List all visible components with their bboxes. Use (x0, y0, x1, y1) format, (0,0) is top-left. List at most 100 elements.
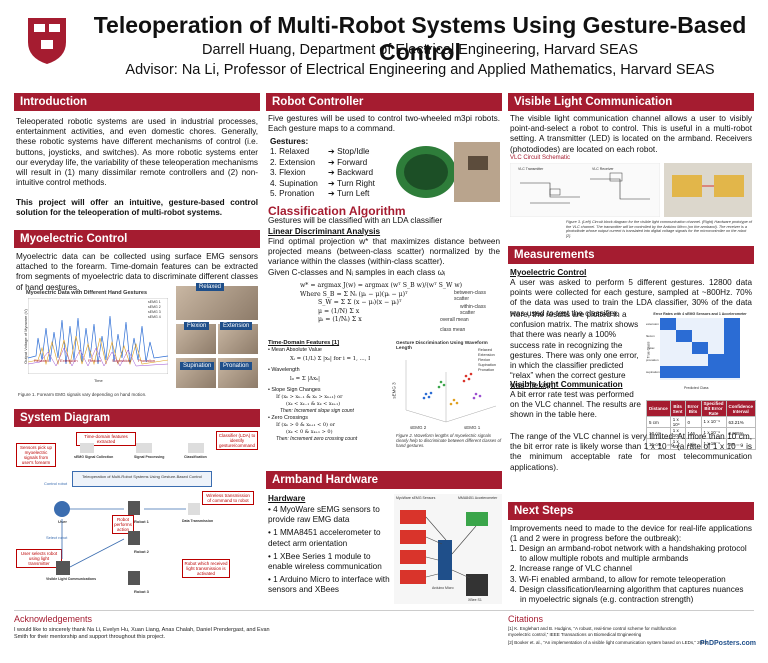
emg-chart-plot (28, 298, 168, 374)
eq-mu: μ = (1/N) Σ x (318, 307, 360, 315)
tdf-mav: • Mean Absolute Value (268, 347, 322, 353)
cm-row-5: supination (646, 370, 660, 374)
armband-heading: Armband Hardware (266, 471, 502, 489)
next-heading: Next Steps (508, 502, 754, 520)
cit-2: [2] Booker et. al., “An implementation o… (508, 640, 708, 645)
meas-vlc-heading: Visible Light Communication (510, 380, 623, 389)
tdf-zc-eq3: Then: Increment zero crossing count (276, 436, 358, 442)
cm-xlabel: Predicted Class (684, 386, 709, 390)
robot-text: Five gestures will be used to control tw… (268, 114, 500, 134)
sd-processing: Signal Processing (134, 455, 165, 459)
cm-row-2: flexion (646, 334, 655, 338)
hardware-item: • 1 XBee Series 1 module to enable wirel… (268, 551, 382, 572)
phdposters-logo: PhDPosters.com (700, 640, 757, 647)
ab-label-arduino: Arduino Micro (432, 586, 454, 590)
tdf-ssc-eq1: If (xₖ > xₖ₋₁ & xₖ > xₖ₊₁) or (276, 394, 343, 400)
sd-arrows (54, 443, 204, 585)
tdf-zc-eq1: If (xₖ > 0 & xₖ₊₁ < 0) or (276, 422, 335, 428)
vlc-text: The visible light communication channel … (510, 114, 752, 154)
emg-gesture-5: Pronation (138, 358, 156, 363)
eq-argmax: w* = argmax J(w) = argmax (wᵀ S_B w)/(wᵀ… (300, 282, 463, 289)
sysdiag-heading: System Diagram (14, 409, 260, 427)
ack-heading: Acknowledgements (14, 614, 93, 624)
tdf-ssc-eq3: Then: Increment slope sign count (280, 408, 354, 414)
vlc-tx-label: VLC Transmitter (518, 167, 544, 171)
sd-features: Time-domain features extracted (76, 432, 136, 446)
meas-cm-text: Here, the results are plotted in a confu… (510, 310, 639, 391)
eq-mui: μᵢ = (1/Nᵢ) Σ x (318, 316, 362, 323)
myo-heading: Myoelectric Control (14, 230, 260, 248)
photo-flexion-label: Flexion (184, 322, 210, 330)
poster-header: Teleoperation of Multi-Robot Systems Usi… (0, 0, 768, 86)
sd-user: User (58, 519, 67, 524)
vlc-circuit (510, 163, 660, 217)
armband-photo: MyoWare sEMG Sensors MMA8451 Acceleromet… (394, 494, 502, 604)
poster-advisor: Advisor: Na Li, Professor of Electrical … (125, 62, 715, 78)
robot-heading: Robot Controller (266, 93, 502, 111)
intro-goal: This project will offer an intuitive, ge… (16, 198, 258, 218)
tdf-heading: Time-Domain Features [1] (268, 340, 340, 346)
vlc-rx-label: VLC Receiver (592, 167, 614, 171)
harvard-shield-logo (28, 18, 66, 64)
vlc-heading: Visible Light Communication (508, 93, 754, 111)
tdf-mav-eq: Xᵢ = (1/L) Σ |xₖ| for i = 1, ..., I (290, 356, 371, 362)
sd-robot-act: Robot performs action (112, 515, 134, 534)
sd-sensors: Sensors pick up myoelectric signals from… (16, 443, 56, 467)
tdf-block: Time-Domain Features [1] • Mean Absolute… (268, 340, 408, 443)
emg-legend-2: sEMG 2 (148, 305, 161, 309)
ann-cmean: class mean (440, 327, 466, 333)
intro-text: Teleoperated robotic systems are used in… (16, 117, 258, 188)
cit-1: [1] K. Englehart and B. Hudgins, “A robu… (508, 626, 677, 637)
emg-legend-3: sEMG 3 (148, 310, 161, 314)
armband-circuit (400, 510, 488, 596)
hardware-item: • 1 MMA8451 accelerometer to detect arm … (268, 528, 381, 548)
emg-gesture-4: Supination (112, 358, 131, 363)
emg-chart-title: Myoelectric Data with Different Hand Ges… (26, 290, 148, 296)
fig3-caption: Figure 3. (Left) Circuit block diagram f… (566, 220, 752, 238)
photo-supination-label: Supination (180, 362, 215, 370)
scatter-legend-item: Relaxed (478, 348, 492, 352)
eq-sw: S_W = Σ Σ (x − μᵢ)(x − μᵢ)ᵀ (318, 299, 402, 306)
scatter-legend-item: Supination (478, 363, 496, 367)
cm-title: Error Rates with 4 sEMG Sensors and 1 Ac… (653, 312, 747, 316)
sd-received: Robot which received light transmission … (182, 559, 230, 578)
scatter-legend-item: Flexion (478, 358, 491, 362)
classif-heading: Classification Algorithm (268, 204, 406, 218)
m3pi-robot-photo (396, 142, 500, 202)
next-item: 3. Wi-Fi enabled armband, to allow for r… (510, 574, 726, 584)
gesture-row: 4. Supination➔ Turn Right (270, 178, 375, 188)
emg-gesture-1: Relaxed (34, 358, 49, 363)
lda-text: Find optimal projection w* that maximize… (268, 237, 500, 267)
ann-between: between-class scatter (454, 290, 486, 302)
next-item: 1. Design an armband-robot network with … (510, 544, 747, 564)
gesture-row: 3. Flexion➔ Backward (270, 168, 374, 177)
sd-robot1: Robot 1 (134, 519, 149, 524)
intro-heading: Introduction (14, 93, 260, 111)
cit-heading: Citations (508, 614, 544, 624)
tdf-wl: • Wavelength (268, 367, 300, 373)
eq-sb: Where S_B = Σ Nᵢ (μᵢ − μ)(μᵢ − μ)ᵀ (300, 290, 408, 298)
hardware-item: • 1 Arduino Micro to interface with sens… (268, 575, 390, 595)
cm-row-4: pronation (646, 358, 659, 362)
tdf-wl-eq: l₀ = Σ |Δxₖ| (290, 376, 320, 382)
fig1-caption: Figure 1. Forearm EMG signals vary depen… (18, 392, 147, 397)
cm-row-1: extension (646, 322, 659, 326)
sd-wireless: Wireless transmission of command to robo… (202, 491, 254, 505)
fig2-caption: Figure 2. Waveform lengths of myoelectri… (396, 433, 502, 448)
lda-given: Given C-classes and Nᵢ samples in each c… (268, 268, 446, 277)
meas-vlc-range: The range of the VLC channel is very lim… (510, 432, 752, 472)
emg-legend-4: sEMG 4 (148, 315, 161, 319)
tdf-ssc-eq2: (xₖ < xₖ₋₁ & xₖ < xₖ₊₁) (286, 401, 341, 407)
sd-robot3: Robot 3 (134, 589, 149, 594)
emg-gesture-3: Flexion (88, 358, 101, 363)
hardware-list: • 4 MyoWare sEMG sensors to provide raw … (268, 505, 392, 596)
confusion-matrix: Error Rates with 4 sEMG Sensors and 1 Ac… (646, 312, 754, 396)
ab-label-accel: MMA8451 Accelerometer (458, 496, 498, 500)
sd-vlc-user: User selects robot using light transmitt… (16, 549, 62, 568)
hardware-heading: Hardware (268, 494, 306, 503)
sd-robot2: Robot 2 (134, 549, 149, 554)
myo-text: Myoelectric data can be collected using … (16, 252, 258, 292)
cm-grid (660, 318, 740, 380)
scatter-3d-plot (405, 360, 497, 423)
gesture-list: 1. Relaxed➔ Stop/Idle 2. Extension➔ Forw… (270, 147, 390, 200)
